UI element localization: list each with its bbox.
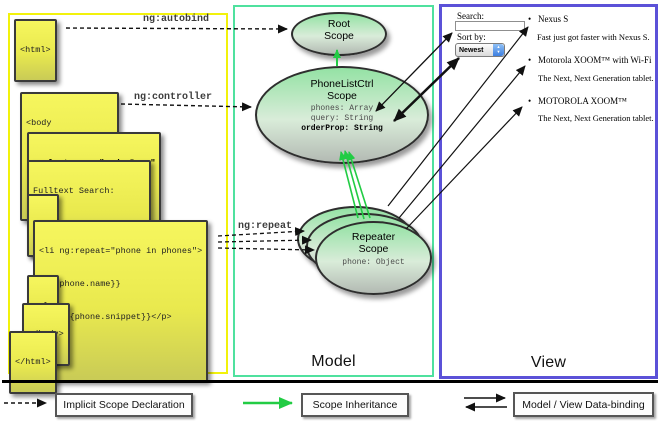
phone-list-ctrl-scope-ellipse: PhoneListCtrl Scope phones: Array query:… [255, 66, 429, 164]
model-panel-label: Model [311, 353, 356, 370]
sort-select-value: Newest [459, 46, 484, 54]
ng-autobind-label: ng:autobind [143, 14, 210, 25]
view-panel-label: View [530, 354, 567, 371]
ng-controller-label: ng:controller [134, 92, 213, 103]
html-close-tag-box: </html> [9, 331, 57, 394]
legend-separator [2, 380, 658, 383]
legend-scope-inheritance: Scope Inheritance [301, 393, 409, 417]
search-input[interactable] [455, 21, 525, 31]
phone-item-name: Nexus S [538, 14, 569, 24]
search-label: Search: [457, 11, 484, 21]
html-open-tag-box: <html> [14, 19, 57, 82]
legend-data-binding: Model / View Data-binding [513, 392, 654, 417]
phone-item-desc: The Next, Next Generation tablet. [538, 113, 654, 123]
model-panel: Model [233, 5, 434, 377]
phone-item-name: MOTOROLA XOOM™ [538, 96, 627, 106]
bullet-icon: • [528, 14, 532, 24]
phone-item-desc: Fast just got faster with Nexus S. [537, 32, 650, 42]
sort-select[interactable]: Newest ▲▼ [455, 43, 505, 57]
sort-by-label: Sort by: [457, 32, 486, 42]
phone-item-desc: The Next, Next Generation tablet. [538, 73, 654, 83]
root-scope-ellipse: Root Scope [291, 12, 387, 56]
phone-item-name: Motorola XOOM™ with Wi-Fi [538, 55, 652, 65]
legend-implicit-scope: Implicit Scope Declaration [55, 393, 193, 417]
ng-repeat-label: ng:repeat [238, 221, 293, 232]
select-stepper-icon: ▲▼ [493, 44, 504, 56]
repeater-scope-ellipse: Repeater Scope phone: Object [315, 221, 432, 295]
bullet-icon: • [528, 55, 532, 65]
bullet-icon: • [528, 96, 532, 106]
